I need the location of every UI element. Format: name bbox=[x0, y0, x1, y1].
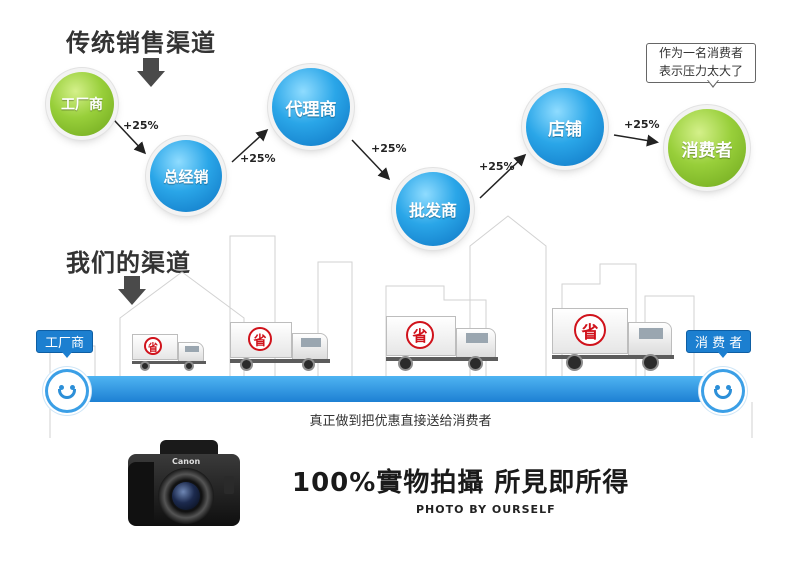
logo-icon: 省 bbox=[406, 321, 434, 349]
delivery-truck: 省 bbox=[230, 322, 330, 372]
agent-label: 代理商 bbox=[285, 99, 337, 120]
logo-icon: 省 bbox=[248, 327, 272, 351]
direct-delivery-caption: 真正做到把优惠直接送给消费者 bbox=[309, 414, 492, 429]
logo-icon: 省 bbox=[574, 314, 606, 346]
markup-label: +25% bbox=[123, 119, 159, 132]
factory-tag: 工厂商 bbox=[36, 330, 94, 353]
factory-node-label: 工厂商 bbox=[61, 97, 103, 113]
markup-label: +25% bbox=[479, 160, 515, 173]
general-distributor-label: 总经销 bbox=[163, 167, 209, 186]
wholesaler-label: 批发商 bbox=[408, 201, 457, 220]
wholesaler-node: 批发商 bbox=[396, 172, 470, 246]
down-arrow-icon bbox=[118, 276, 146, 306]
store-node: 店铺 bbox=[526, 88, 604, 166]
flow-arrow bbox=[479, 153, 527, 199]
delivery-truck: 省 bbox=[132, 334, 206, 372]
markup-label: +25% bbox=[240, 152, 276, 165]
slogan: 100%實物拍攝 所見即所得 bbox=[292, 468, 630, 498]
consumer-speech-bubble: 作为一名消费者 表示压力太大了 bbox=[646, 43, 756, 83]
building-outline bbox=[317, 261, 353, 380]
bubble-line: 作为一名消费者 bbox=[658, 46, 743, 60]
consumer-node: 消费者 bbox=[668, 109, 746, 187]
camera-brand: Canon bbox=[172, 457, 201, 466]
flow-arrow bbox=[231, 128, 269, 163]
delivery-truck: 省 bbox=[552, 308, 674, 372]
photo-by-subline: PHOTO BY OURSELF bbox=[416, 503, 556, 516]
building-outline bbox=[385, 285, 487, 380]
smiley-face-icon bbox=[704, 372, 742, 410]
direct-channel-road bbox=[52, 376, 738, 402]
markup-label: +25% bbox=[371, 142, 407, 155]
our-channel-heading: 我们的渠道 bbox=[66, 249, 191, 277]
general-distributor-node: 总经销 bbox=[150, 140, 222, 212]
logo-icon: 省 bbox=[144, 337, 162, 355]
store-label: 店铺 bbox=[548, 119, 582, 140]
tag-tail bbox=[718, 352, 728, 358]
markup-label: +25% bbox=[624, 118, 660, 131]
agent-node: 代理商 bbox=[272, 68, 350, 146]
house-outline bbox=[469, 215, 547, 380]
building-outline bbox=[561, 263, 637, 380]
down-arrow-icon bbox=[137, 58, 165, 88]
consumer-tag: 消 费 者 bbox=[686, 330, 752, 353]
bubble-tail-inner bbox=[708, 80, 718, 86]
flow-arrow bbox=[613, 134, 659, 147]
camera-icon: Canon bbox=[128, 440, 240, 530]
building-outline bbox=[229, 235, 276, 380]
bubble-line: 表示压力太大了 bbox=[658, 64, 743, 78]
smiley-face-icon bbox=[48, 372, 86, 410]
traditional-channel-heading: 传统销售渠道 bbox=[66, 29, 216, 57]
flow-arrow bbox=[113, 119, 147, 155]
delivery-truck: 省 bbox=[386, 316, 498, 372]
factory-node: 工厂商 bbox=[50, 72, 114, 136]
consumer-label: 消费者 bbox=[681, 140, 733, 161]
flow-arrow bbox=[351, 139, 391, 181]
tag-tail bbox=[62, 352, 72, 358]
